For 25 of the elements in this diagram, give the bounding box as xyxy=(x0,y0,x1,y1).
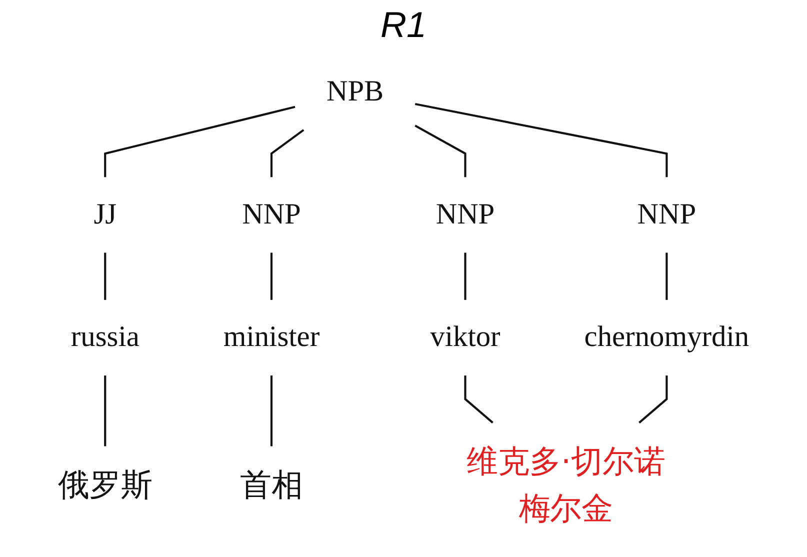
connector xyxy=(414,124,466,178)
node-text: chernomyrdin xyxy=(584,320,750,354)
connector xyxy=(270,375,273,446)
connector xyxy=(414,102,668,178)
connector xyxy=(638,375,668,424)
node-text: russia xyxy=(70,320,140,354)
connector xyxy=(270,252,273,300)
connector xyxy=(464,375,494,424)
node-text: minister xyxy=(223,320,320,354)
connector xyxy=(104,375,106,446)
node-text: 维克多·切尔诺梅尔金 xyxy=(466,444,666,528)
connector xyxy=(104,106,296,178)
node-text: viktor xyxy=(430,320,500,354)
diagram-title: R1 xyxy=(380,4,427,46)
node-text: NNP xyxy=(242,198,301,231)
node-text: NNP xyxy=(637,198,696,231)
connector xyxy=(666,252,668,300)
node-text: NPB xyxy=(326,75,384,108)
connector xyxy=(104,252,106,300)
node-text: 首相 xyxy=(240,467,303,504)
node-text: 俄罗斯 xyxy=(58,467,152,504)
node-text: JJ xyxy=(94,198,117,231)
connector xyxy=(464,252,466,300)
connector xyxy=(270,129,304,178)
node-text: NNP xyxy=(436,198,495,231)
